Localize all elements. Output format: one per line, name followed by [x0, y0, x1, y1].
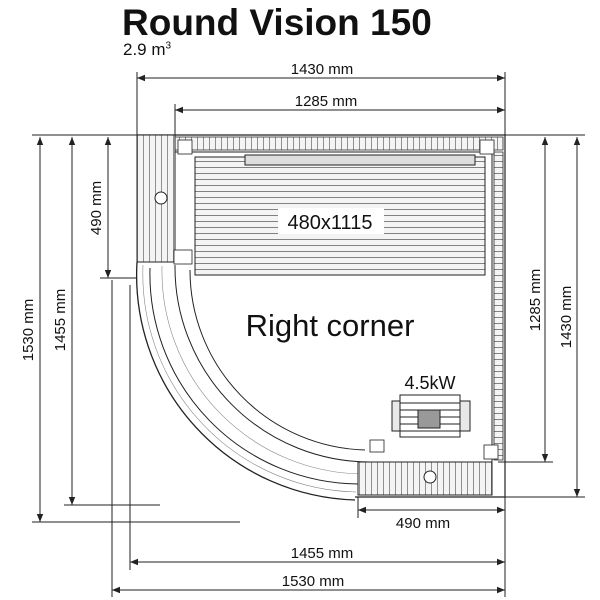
dimension-lines [32, 72, 585, 597]
curved-bench-edge [189, 269, 366, 451]
dim-bottom-inner: 1455 mm [291, 545, 354, 562]
outer-wall [137, 134, 506, 498]
curved-glass-outer [135, 261, 356, 501]
sauna-structure [135, 134, 506, 501]
dim-bottom-outer: 1530 mm [282, 573, 345, 590]
volume-unit-superscript: 3 [165, 40, 172, 52]
dim-top-inner: 1285 mm [295, 93, 358, 110]
dim-bottom-bench: 490 mm [396, 515, 450, 532]
curved-glass-mid [149, 267, 359, 485]
dim-right-inner: 1285 mm [527, 269, 544, 332]
dim-top-outer: 1430 mm [291, 61, 354, 78]
heater-icon [391, 394, 471, 438]
dim-right-outer: 1430 mm [558, 286, 575, 349]
orientation-label: Right corner [246, 308, 415, 343]
dim-left-inner: 1455 mm [52, 289, 69, 352]
dim-left-outer: 1530 mm [20, 299, 37, 362]
dim-left-bench: 490 mm [88, 181, 105, 235]
volume-label: 2.9 m3 [123, 40, 171, 60]
volume-value: 2.9 m [123, 40, 166, 59]
bench-size-label: 480x1115 [288, 212, 373, 234]
wall-top-fill [174, 136, 504, 151]
wall-right-fill [493, 151, 504, 461]
curved-glass-inner [174, 264, 371, 463]
product-title: Round Vision 150 [122, 2, 432, 43]
heater-power-label: 4.5kW [404, 373, 455, 393]
